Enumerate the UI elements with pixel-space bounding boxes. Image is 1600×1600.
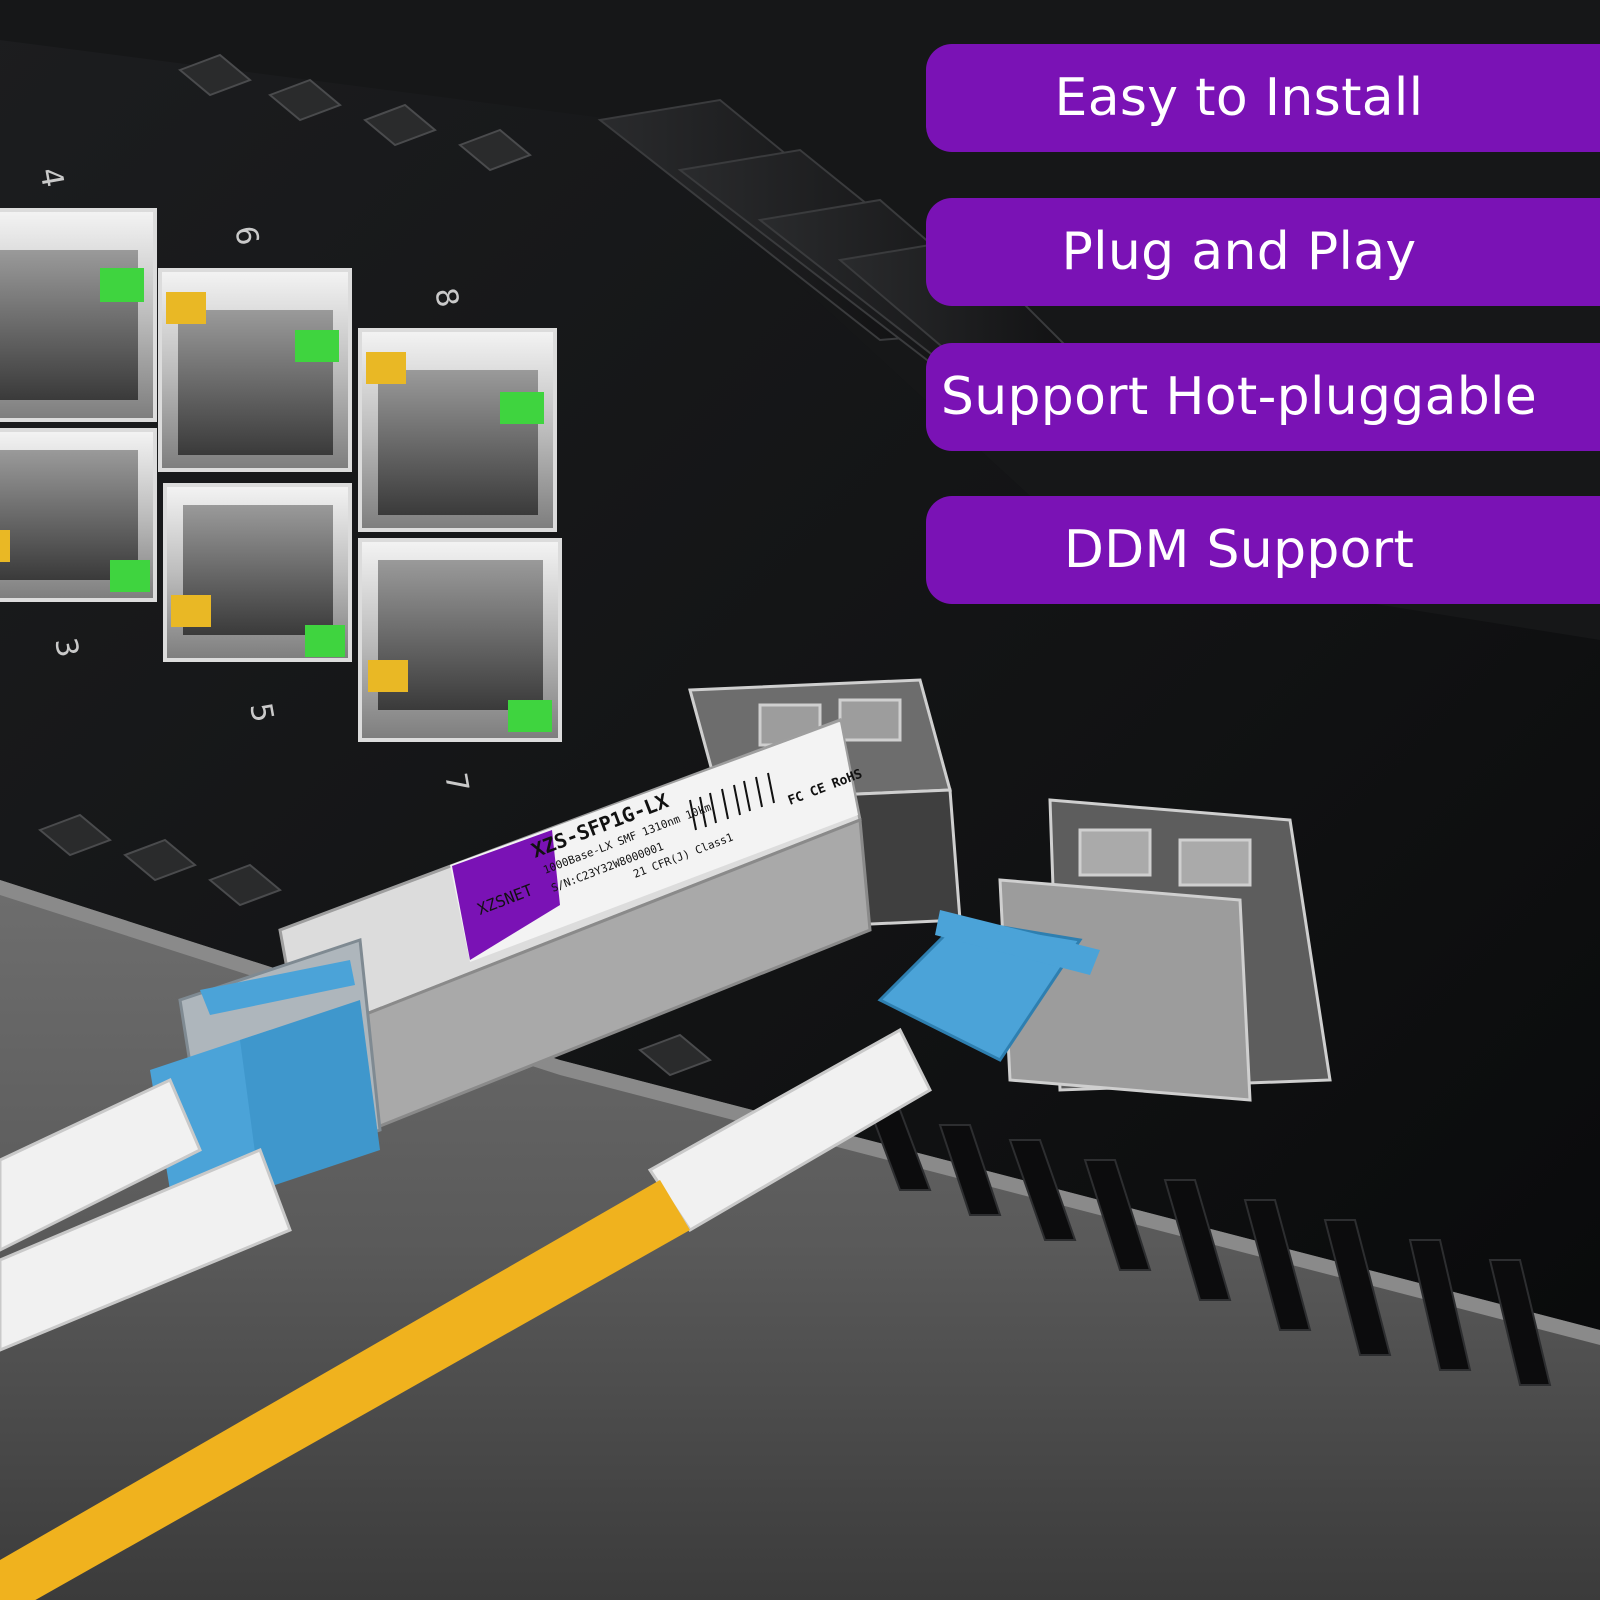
lc-duplex-connector [150, 937, 382, 1193]
feature-pill-plug-and-play: Plug and Play [926, 198, 1600, 306]
rj45-port [0, 208, 157, 422]
led-green [500, 392, 544, 424]
fiber-boot-duplex [0, 1077, 292, 1352]
lc-simplex-connector [877, 910, 1100, 1062]
feature-pill-easy-install: Easy to Install [926, 44, 1600, 152]
led-yellow [166, 292, 206, 324]
led-yellow [368, 660, 408, 692]
rj45-port [0, 428, 157, 602]
led-yellow [171, 595, 211, 627]
sfp-cage-right [998, 798, 1332, 1102]
rj45-port [358, 538, 562, 742]
led-green [508, 700, 552, 732]
heatsink-fins-bottom [868, 1109, 1552, 1386]
feature-pill-ddm-support: DDM Support [926, 496, 1600, 604]
feature-label: Plug and Play [1061, 222, 1417, 282]
feature-label: Support Hot-pluggable [940, 367, 1538, 427]
led-green [295, 330, 339, 362]
feature-label: DDM Support [1063, 520, 1415, 580]
feature-pill-hot-pluggable: Support Hot-pluggable [926, 343, 1600, 451]
led-yellow [0, 530, 10, 562]
rj45-port [158, 268, 352, 472]
led-green [110, 560, 150, 592]
rj45-port [163, 483, 352, 662]
fiber-cable-yellow [0, 1180, 690, 1600]
vent-slots [38, 53, 712, 1077]
led-yellow [366, 352, 406, 384]
led-green [100, 268, 144, 302]
feature-label: Easy to Install [1054, 68, 1424, 128]
rj45-port [358, 328, 557, 532]
led-green [305, 625, 345, 657]
brand-logo [452, 830, 560, 960]
barcode [689, 772, 775, 831]
rj45-port-panel [0, 208, 562, 742]
